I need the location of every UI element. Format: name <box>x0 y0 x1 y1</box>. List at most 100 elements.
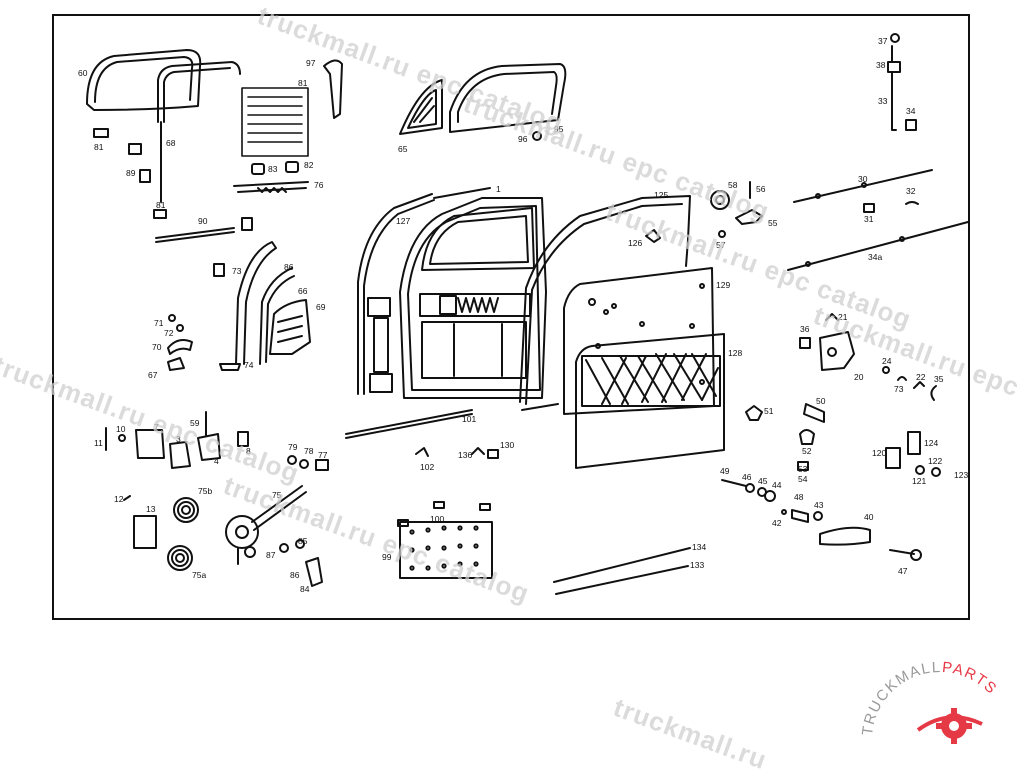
label-34a: 34a <box>868 252 882 262</box>
escutcheon-58 <box>710 190 730 210</box>
hinge-3 <box>169 441 191 469</box>
door-seal-127b <box>363 199 435 395</box>
striker-120 <box>885 447 901 469</box>
part-85 <box>295 539 305 549</box>
clip-89 <box>139 169 151 183</box>
label-20: 20 <box>854 372 864 382</box>
label-31: 31 <box>864 214 874 224</box>
label-129: 129 <box>716 280 730 290</box>
spring-75b <box>173 497 199 523</box>
door-shell-part <box>399 197 547 399</box>
label-13: 13 <box>146 504 156 514</box>
label-37: 37 <box>878 36 888 46</box>
washer-79 <box>287 455 297 465</box>
label-99: 99 <box>382 552 392 562</box>
label-22: 22 <box>916 372 926 382</box>
escutcheon-inner <box>715 195 725 205</box>
door-lock-part <box>799 313 855 371</box>
strip-133 <box>555 565 689 595</box>
label-50: 50 <box>816 396 826 406</box>
label-60: 60 <box>78 68 88 78</box>
bracket-74 <box>219 363 241 371</box>
label-1: 1 <box>496 184 501 194</box>
label-38: 38 <box>876 60 886 70</box>
part-67 <box>167 357 185 371</box>
part-121 <box>915 465 925 475</box>
label-24: 24 <box>882 356 892 366</box>
label-3: 3 <box>176 434 181 444</box>
label-34: 34 <box>906 106 916 116</box>
glass-clip-82 <box>285 161 299 173</box>
label-75: 75 <box>272 490 282 500</box>
label-58: 58 <box>728 180 738 190</box>
label-120: 120 <box>872 448 886 458</box>
label-86: 86 <box>284 262 294 272</box>
label-125: 125 <box>654 190 668 200</box>
screw-24 <box>882 366 890 374</box>
label-59: 59 <box>190 418 200 428</box>
label-35: 35 <box>934 374 944 384</box>
gear-icon <box>936 708 972 744</box>
spring-75a <box>167 545 193 571</box>
label-76: 76 <box>314 180 324 190</box>
label-70: 70 <box>152 342 162 352</box>
clip-68 <box>128 143 142 155</box>
bracket-126 <box>645 229 661 243</box>
clip-81a <box>93 128 109 138</box>
door-seal-127 <box>357 193 433 395</box>
label-4: 4 <box>214 456 219 466</box>
label-69: 69 <box>316 302 326 312</box>
label-73: 73 <box>232 266 242 276</box>
clips-100 <box>397 501 491 527</box>
label-73b: 73 <box>894 384 904 394</box>
label-123: 123 <box>954 470 968 480</box>
strip-134 <box>553 547 691 583</box>
label-126: 126 <box>628 238 642 248</box>
label-67: 67 <box>148 370 158 380</box>
clip-136 <box>471 447 485 455</box>
diagram-frame: 60 81 68 89 81 90 97 81 83 82 76 65 96 9… <box>52 14 970 620</box>
truckmall-parts-logo: TRUCKMALLPARTS <box>860 660 1000 744</box>
label-121: 121 <box>912 476 926 486</box>
spring-35 <box>930 385 937 401</box>
bracket-13 <box>133 515 157 549</box>
clip-22 <box>913 381 925 389</box>
part-52 <box>799 429 815 445</box>
label-43: 43 <box>814 500 824 510</box>
label-7: 7 <box>154 422 159 432</box>
hinge-7 <box>135 429 165 459</box>
quarter-glass-frame <box>235 241 311 365</box>
label-133: 133 <box>690 560 704 570</box>
label-52: 52 <box>802 446 812 456</box>
label-84: 84 <box>300 584 310 594</box>
hinge-4 <box>197 433 221 461</box>
window-seal-part <box>86 49 202 111</box>
vent-window-part <box>399 79 443 135</box>
inner-trim-panel-129 <box>563 267 715 415</box>
label-33: 33 <box>878 96 888 106</box>
label-40: 40 <box>864 512 874 522</box>
label-136: 136 <box>458 450 472 460</box>
window-frame-part <box>449 63 567 133</box>
svg-text:TRUCKMALLPARTS: TRUCKMALLPARTS <box>860 660 1000 737</box>
label-68: 68 <box>166 138 176 148</box>
key-47 <box>889 549 922 561</box>
label-86b: 86 <box>290 570 300 580</box>
label-89: 89 <box>126 168 136 178</box>
label-36: 36 <box>800 324 810 334</box>
label-53: 53 <box>798 464 808 474</box>
part-53 <box>797 461 809 471</box>
screw-96 <box>532 131 542 141</box>
label-42: 42 <box>772 518 782 528</box>
exploded-door-diagram: 60 81 68 89 81 90 97 81 83 82 76 65 96 9… <box>78 33 969 595</box>
label-54: 54 <box>798 474 808 484</box>
part-12 <box>123 495 131 501</box>
label-66: 66 <box>298 286 308 296</box>
part-72 <box>176 324 184 332</box>
label-32: 32 <box>906 186 916 196</box>
label-81: 81 <box>94 142 104 152</box>
label-74: 74 <box>244 360 254 370</box>
label-85: 85 <box>298 536 308 546</box>
part-87 <box>279 543 289 553</box>
outside-handle-assembly <box>721 479 871 546</box>
